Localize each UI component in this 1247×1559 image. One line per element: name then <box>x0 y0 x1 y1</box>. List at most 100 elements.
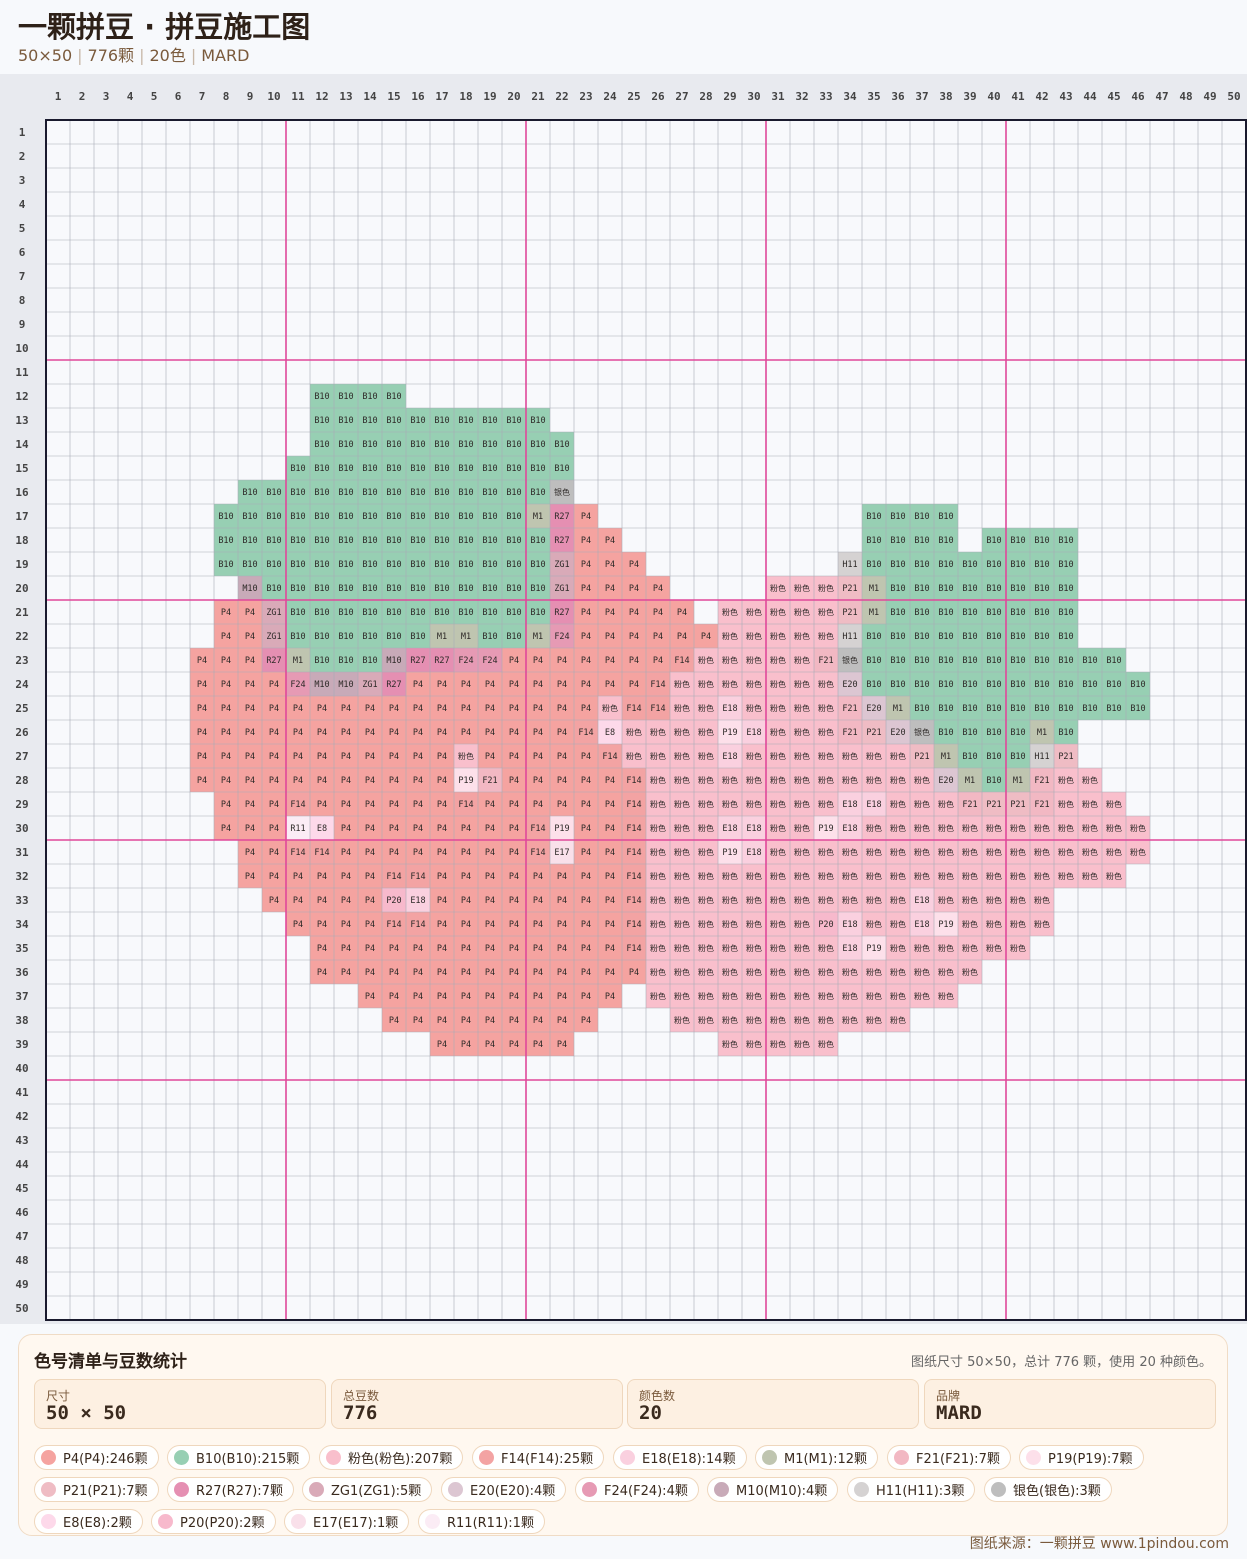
bead-code: 粉色 <box>818 583 834 593</box>
bead-code: 粉色 <box>722 967 738 977</box>
bead-cell <box>526 768 550 792</box>
bead-code: 粉色 <box>722 631 738 641</box>
bead-code: 粉色 <box>674 991 690 1001</box>
bead-code: P4 <box>629 560 639 570</box>
bead-cell <box>814 624 838 648</box>
bead-code: 粉色 <box>842 751 858 761</box>
bead-cell <box>598 816 622 840</box>
bead-cell <box>310 840 334 864</box>
bead-cell <box>238 864 262 888</box>
row-number: 10 <box>15 342 28 355</box>
row-number: 12 <box>15 390 28 403</box>
bead-cell <box>478 792 502 816</box>
bead-code: B10 <box>938 680 953 690</box>
bead-code: F14 <box>626 824 641 834</box>
bead-cell <box>1006 768 1030 792</box>
bead-code: 粉色 <box>818 751 834 761</box>
bead-cell <box>382 864 406 888</box>
bead-code: B10 <box>362 560 377 570</box>
bead-code: F21 <box>1034 800 1049 810</box>
column-number: 46 <box>1131 90 1145 103</box>
bead-code: P4 <box>365 704 375 714</box>
bead-code: P4 <box>317 728 327 738</box>
bead-code: P4 <box>509 752 519 762</box>
bead-code: 粉色 <box>914 943 930 953</box>
bead-cell <box>238 576 262 600</box>
bead-code: B10 <box>386 632 401 642</box>
bead-code: P4 <box>461 704 471 714</box>
bead-code: B10 <box>362 536 377 546</box>
bead-cell <box>574 744 598 768</box>
bead-code: P4 <box>485 680 495 690</box>
bead-cell <box>1054 744 1078 768</box>
bead-code: P4 <box>293 776 303 786</box>
bead-code: 粉色 <box>698 895 714 905</box>
bead-cell <box>814 912 838 936</box>
bead-code: B10 <box>986 680 1001 690</box>
row-number: 33 <box>15 894 28 907</box>
bead-code: 粉色 <box>746 751 762 761</box>
bead-code: 粉色 <box>866 895 882 905</box>
bead-code: 粉色 <box>770 847 786 857</box>
bead-code: 粉色 <box>650 871 666 881</box>
bead-code: P4 <box>461 1040 471 1050</box>
bead-cell <box>646 600 670 624</box>
bead-code: B10 <box>218 512 233 522</box>
bead-code: P4 <box>461 824 471 834</box>
bead-code: B10 <box>434 584 449 594</box>
bead-cell <box>814 936 838 960</box>
bead-code: B10 <box>218 536 233 546</box>
bead-cell <box>622 864 646 888</box>
bead-code: P4 <box>341 944 351 954</box>
bead-code: R27 <box>386 680 401 690</box>
bead-code: P4 <box>485 968 495 978</box>
bead-code: P4 <box>365 848 375 858</box>
bead-code: P4 <box>533 944 543 954</box>
row-number: 27 <box>15 750 28 763</box>
color-swatch-icon <box>582 1482 597 1497</box>
bead-cell <box>382 1008 406 1032</box>
bead-code: 粉色 <box>746 655 762 665</box>
bead-cell <box>526 480 550 504</box>
row-number: 37 <box>15 990 28 1003</box>
bead-cell <box>982 600 1006 624</box>
bead-cell <box>214 600 238 624</box>
color-swatch-icon <box>991 1482 1006 1497</box>
bead-code: P4 <box>389 1016 399 1026</box>
bead-code: B10 <box>458 560 473 570</box>
bead-cell <box>478 960 502 984</box>
bead-code: P4 <box>485 800 495 810</box>
bead-cell <box>814 984 838 1008</box>
bead-cell <box>382 624 406 648</box>
bead-code: R27 <box>434 656 449 666</box>
bead-code: P19 <box>722 728 737 738</box>
bead-cell <box>358 840 382 864</box>
bead-code: 粉色 <box>650 775 666 785</box>
bead-code: B10 <box>890 608 905 618</box>
bead-code: P4 <box>437 848 447 858</box>
bead-code: P4 <box>581 896 591 906</box>
bead-code: B10 <box>1034 608 1049 618</box>
bead-cell <box>934 936 958 960</box>
bead-cell <box>1078 672 1102 696</box>
bead-code: P4 <box>389 992 399 1002</box>
bead-code: M1 <box>437 632 447 642</box>
bead-code: B10 <box>290 632 305 642</box>
bead-code: B10 <box>1058 632 1073 642</box>
bead-code: B10 <box>554 464 569 474</box>
bead-code: 粉色 <box>674 727 690 737</box>
bead-cell <box>358 960 382 984</box>
bead-cell <box>526 888 550 912</box>
bead-code: B10 <box>506 440 521 450</box>
bead-code: P4 <box>437 920 447 930</box>
bead-code: P4 <box>461 896 471 906</box>
bead-cell <box>838 792 862 816</box>
bead-cell <box>886 744 910 768</box>
bead-cell <box>430 552 454 576</box>
bead-cell <box>886 696 910 720</box>
bead-code: 粉色 <box>650 823 666 833</box>
subtitle-separator: | <box>139 46 145 65</box>
bead-code: B10 <box>410 440 425 450</box>
bead-code: P4 <box>581 776 591 786</box>
bead-code: P21 <box>866 728 881 738</box>
